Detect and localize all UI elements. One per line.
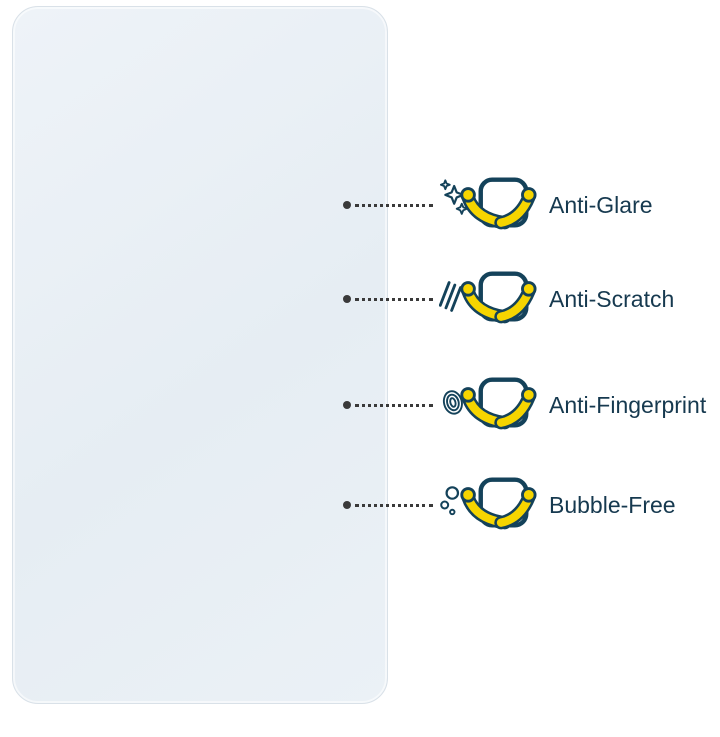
leader-line <box>355 503 433 507</box>
screen-protector-sheet <box>12 6 388 704</box>
feature-label: Anti-Fingerprint <box>549 391 707 418</box>
feature-anti-fingerprint: Anti-Fingerprint <box>343 370 706 440</box>
leader-line <box>355 297 433 301</box>
feature-label: Bubble-Free <box>549 491 676 518</box>
anti-scratch-icon <box>439 269 537 329</box>
leader-dot <box>343 501 351 509</box>
feature-anti-glare: Anti-Glare <box>343 170 653 240</box>
bubble-free-icon <box>440 475 537 535</box>
leader-dot <box>343 295 351 303</box>
leader-dot <box>343 401 351 409</box>
leader-line <box>355 203 433 207</box>
anti-fingerprint-icon <box>442 375 537 435</box>
feature-label: Anti-Glare <box>549 191 653 218</box>
leader-dot <box>343 201 351 209</box>
leader-line <box>355 403 433 407</box>
feature-anti-scratch: Anti-Scratch <box>343 264 674 334</box>
feature-label: Anti-Scratch <box>549 285 675 312</box>
anti-glare-icon <box>439 175 537 235</box>
feature-bubble-free: Bubble-Free <box>343 470 676 540</box>
